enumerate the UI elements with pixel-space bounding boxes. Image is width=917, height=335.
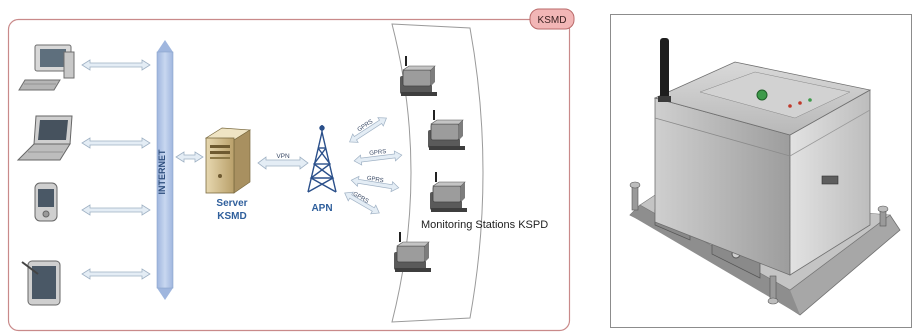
internet-server-arrow — [175, 151, 204, 163]
tablet-icon — [21, 260, 61, 306]
desktop-computer-icon — [18, 44, 75, 91]
frame-tag-text: KSMD — [538, 15, 567, 26]
internet-backbone: INTERNET — [156, 40, 174, 300]
apn-label: APN — [311, 203, 332, 214]
server-icon — [204, 127, 252, 194]
gprs-links — [344, 117, 403, 215]
frame-tag: KSMD — [529, 8, 575, 30]
apn-tower-icon — [307, 125, 337, 193]
vpn-label: VPN — [276, 153, 290, 160]
internet-label: INTERNET — [157, 149, 167, 195]
server-label-line2: KSMD — [217, 211, 246, 222]
server-label-line1: Server — [216, 198, 247, 209]
pda-icon — [34, 182, 58, 222]
client-link-arrows — [81, 59, 151, 280]
gprs-label: GPRS — [369, 149, 387, 157]
stations-label: Monitoring Stations KSPD — [421, 219, 548, 231]
monitoring-station-photo — [629, 38, 901, 316]
laptop-icon — [16, 115, 73, 161]
vpn-link: VPN — [257, 153, 309, 170]
gprs-label: GPRS — [366, 176, 384, 185]
